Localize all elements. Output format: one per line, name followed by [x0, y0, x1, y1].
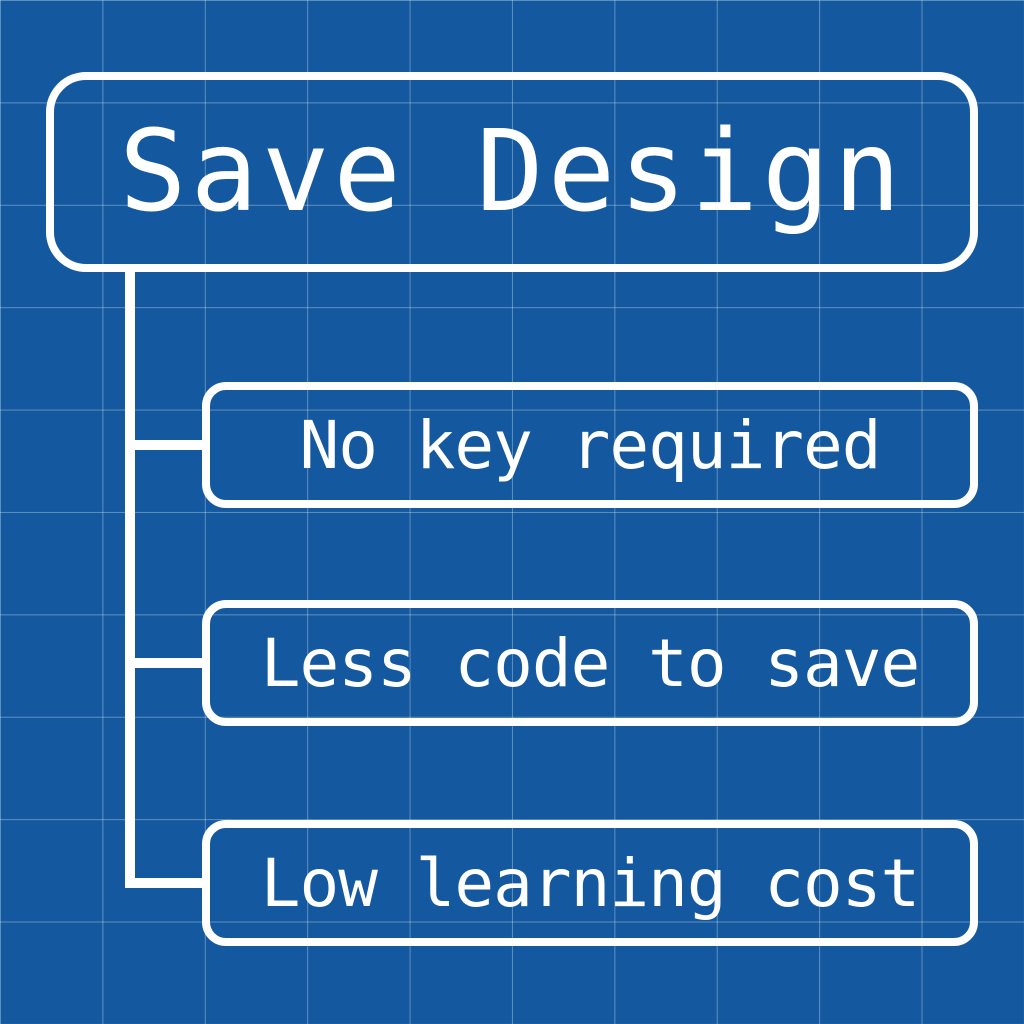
item-label: Less code to save [260, 624, 921, 702]
title-box: Save Design [46, 72, 978, 272]
item-label: No key required [299, 406, 881, 484]
item-box: No key required [202, 382, 978, 508]
item-box: Low learning cost [202, 820, 978, 946]
diagram-title: Save Design [119, 107, 905, 237]
connector-branch-line [125, 878, 207, 888]
item-label: Low learning cost [260, 844, 921, 922]
connector-trunk-line [125, 268, 135, 888]
connector-branch-line [125, 440, 207, 450]
connector-branch-line [125, 658, 207, 668]
item-box: Less code to save [202, 600, 978, 726]
